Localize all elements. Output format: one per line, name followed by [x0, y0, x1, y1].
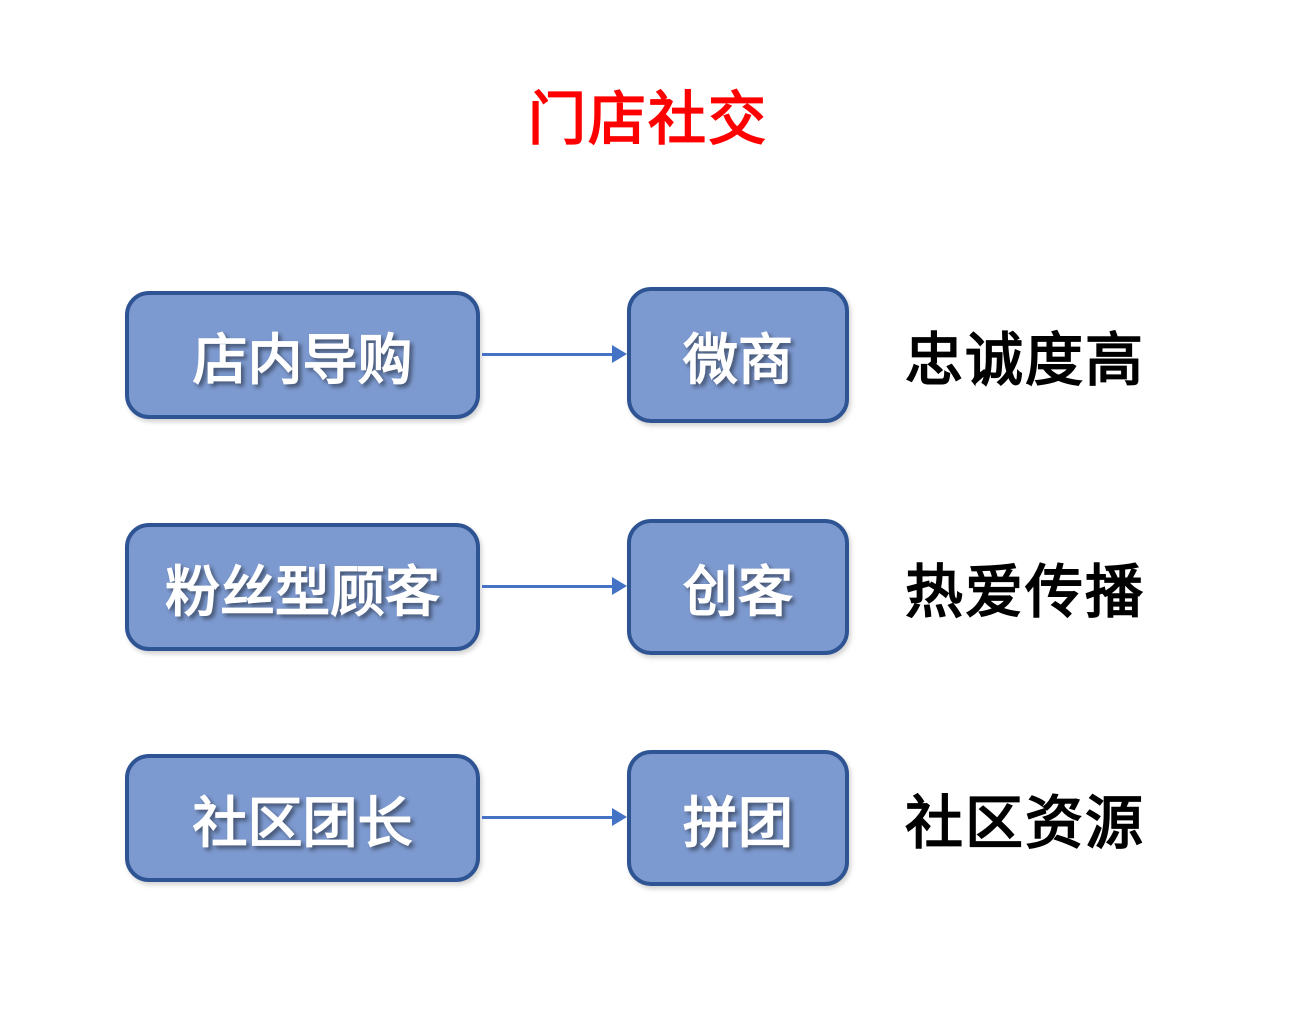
flow-row: 粉丝型顾客 创客 热爱传播 — [0, 519, 1296, 655]
arrow-right-icon — [482, 577, 627, 595]
target-box-label: 拼团 — [682, 792, 793, 854]
source-box-label: 店内导购 — [192, 329, 413, 391]
row-annotation: 社区资源 — [905, 791, 1146, 856]
row-annotation: 热爱传播 — [905, 560, 1146, 625]
source-box-label: 社区团长 — [192, 792, 413, 854]
flow-row: 店内导购 微商 忠诚度高 — [0, 287, 1296, 423]
target-box: 拼团 — [627, 750, 849, 886]
target-box-label: 创客 — [682, 561, 793, 623]
row-annotation: 忠诚度高 — [905, 328, 1146, 393]
page-title: 门店社交 — [527, 87, 768, 152]
source-box: 社区团长 — [125, 754, 480, 882]
target-box: 微商 — [627, 287, 849, 423]
flow-row: 社区团长 拼团 社区资源 — [0, 750, 1296, 886]
source-box: 粉丝型顾客 — [125, 523, 480, 651]
target-box-label: 微商 — [682, 329, 793, 391]
target-box: 创客 — [627, 519, 849, 655]
source-box-label: 粉丝型顾客 — [164, 561, 440, 623]
source-box: 店内导购 — [125, 291, 480, 419]
arrow-right-icon — [482, 345, 627, 363]
arrow-right-icon — [482, 808, 627, 826]
